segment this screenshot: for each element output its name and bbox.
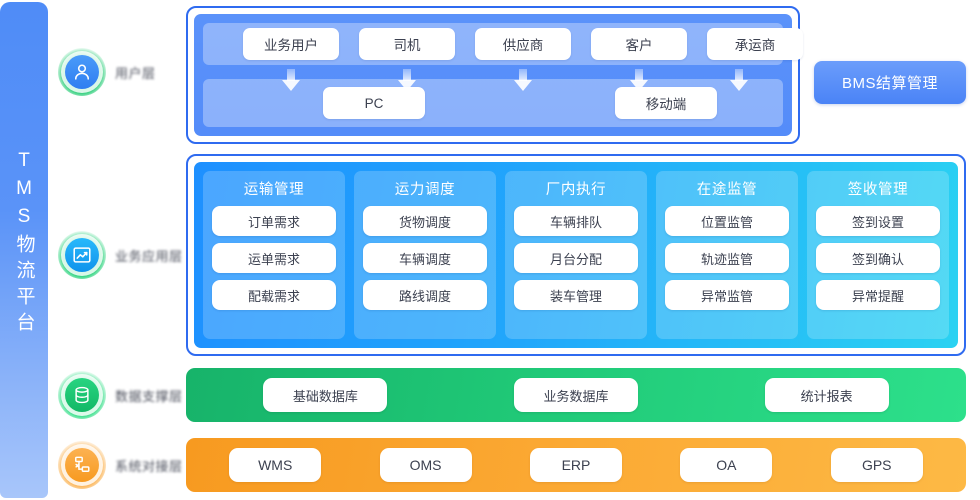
business-item[interactable]: 月台分配 — [514, 243, 638, 273]
business-column-capacity: 运力调度 货物调度 车辆调度 路线调度 — [354, 171, 496, 339]
data-layer-band: 基础数据库 业务数据库 统计报表 — [186, 368, 966, 422]
integration-pill[interactable]: GPS — [830, 448, 923, 482]
bms-settlement-box[interactable]: BMS结算管理 — [814, 61, 966, 104]
integration-pill[interactable]: OMS — [379, 448, 472, 482]
layer-node-integration[interactable]: 系统对接层 — [58, 441, 183, 489]
business-item[interactable]: 货物调度 — [363, 206, 487, 236]
terminal-pill-mobile[interactable]: 移动端 — [615, 87, 717, 119]
integration-layer-band: WMS OMS ERP OA GPS — [186, 438, 966, 492]
business-item[interactable]: 签到设置 — [816, 206, 940, 236]
data-pill[interactable]: 基础数据库 — [263, 378, 388, 412]
network-icon — [58, 441, 106, 489]
arrow-down-icon — [282, 69, 300, 91]
layer-label-user: 用户层 — [115, 65, 156, 81]
business-item[interactable]: 车辆调度 — [363, 243, 487, 273]
integration-pill[interactable]: OA — [680, 448, 773, 482]
role-pill[interactable]: 承运商 — [707, 28, 803, 60]
role-pill[interactable]: 司机 — [359, 28, 455, 60]
chart-icon — [58, 231, 106, 279]
business-item[interactable]: 轨迹监管 — [665, 243, 789, 273]
user-terminals-row: PC 移动端 — [203, 79, 783, 127]
business-column-transport: 运输管理 订单需求 运单需求 配载需求 — [203, 171, 345, 339]
layer-node-user[interactable]: 用户层 — [58, 48, 156, 96]
arrow-down-icon — [630, 69, 648, 91]
layer-label-data: 数据支撑层 — [115, 388, 183, 404]
terminal-pill-pc[interactable]: PC — [323, 87, 425, 119]
business-item[interactable]: 配载需求 — [212, 280, 336, 310]
business-item[interactable]: 异常监管 — [665, 280, 789, 310]
data-pill[interactable]: 业务数据库 — [513, 378, 638, 412]
user-icon — [58, 48, 106, 96]
business-item[interactable]: 路线调度 — [363, 280, 487, 310]
business-column-title: 运输管理 — [243, 182, 305, 198]
layer-node-data[interactable]: 数据支撑层 — [58, 371, 183, 419]
business-item[interactable]: 订单需求 — [212, 206, 336, 236]
business-item[interactable]: 运单需求 — [212, 243, 336, 273]
arrow-down-icon — [730, 69, 748, 91]
data-pill[interactable]: 统计报表 — [764, 378, 889, 412]
business-layer-panel: 运输管理 订单需求 运单需求 配载需求 运力调度 货物调度 车辆调度 路线调度 … — [186, 154, 966, 356]
business-column-signoff: 签收管理 签到设置 签到确认 异常提醒 — [807, 171, 949, 339]
database-icon — [58, 371, 106, 419]
platform-title: TMS物流平台 — [13, 150, 35, 338]
business-item[interactable]: 签到确认 — [816, 243, 940, 273]
business-item[interactable]: 装车管理 — [514, 280, 638, 310]
business-column-title: 在途监管 — [696, 182, 758, 198]
platform-bar: TMS物流平台 — [0, 2, 48, 498]
layer-label-business: 业务应用层 — [115, 248, 183, 264]
integration-pill[interactable]: WMS — [229, 448, 322, 482]
role-pill[interactable]: 供应商 — [475, 28, 571, 60]
role-pill[interactable]: 业务用户 — [243, 28, 339, 60]
user-layer-panel: 业务用户 司机 供应商 客户 承运商 PC 移动端 — [186, 6, 803, 144]
business-item[interactable]: 车辆排队 — [514, 206, 638, 236]
layer-node-business[interactable]: 业务应用层 — [58, 231, 183, 279]
business-column-title: 签收管理 — [847, 182, 909, 198]
layer-label-integration: 系统对接层 — [115, 458, 183, 474]
arrow-down-icon — [514, 69, 532, 91]
role-pill[interactable]: 客户 — [591, 28, 687, 60]
business-column-plant: 厂内执行 车辆排队 月台分配 装车管理 — [505, 171, 647, 339]
integration-pill[interactable]: ERP — [529, 448, 622, 482]
arrow-down-icon — [398, 69, 416, 91]
business-column-title: 运力调度 — [394, 182, 456, 198]
business-column-intransit: 在途监管 位置监管 轨迹监管 异常监管 — [656, 171, 798, 339]
business-item[interactable]: 异常提醒 — [816, 280, 940, 310]
business-column-title: 厂内执行 — [545, 182, 607, 198]
user-roles-row: 业务用户 司机 供应商 客户 承运商 — [203, 23, 803, 91]
business-item[interactable]: 位置监管 — [665, 206, 789, 236]
